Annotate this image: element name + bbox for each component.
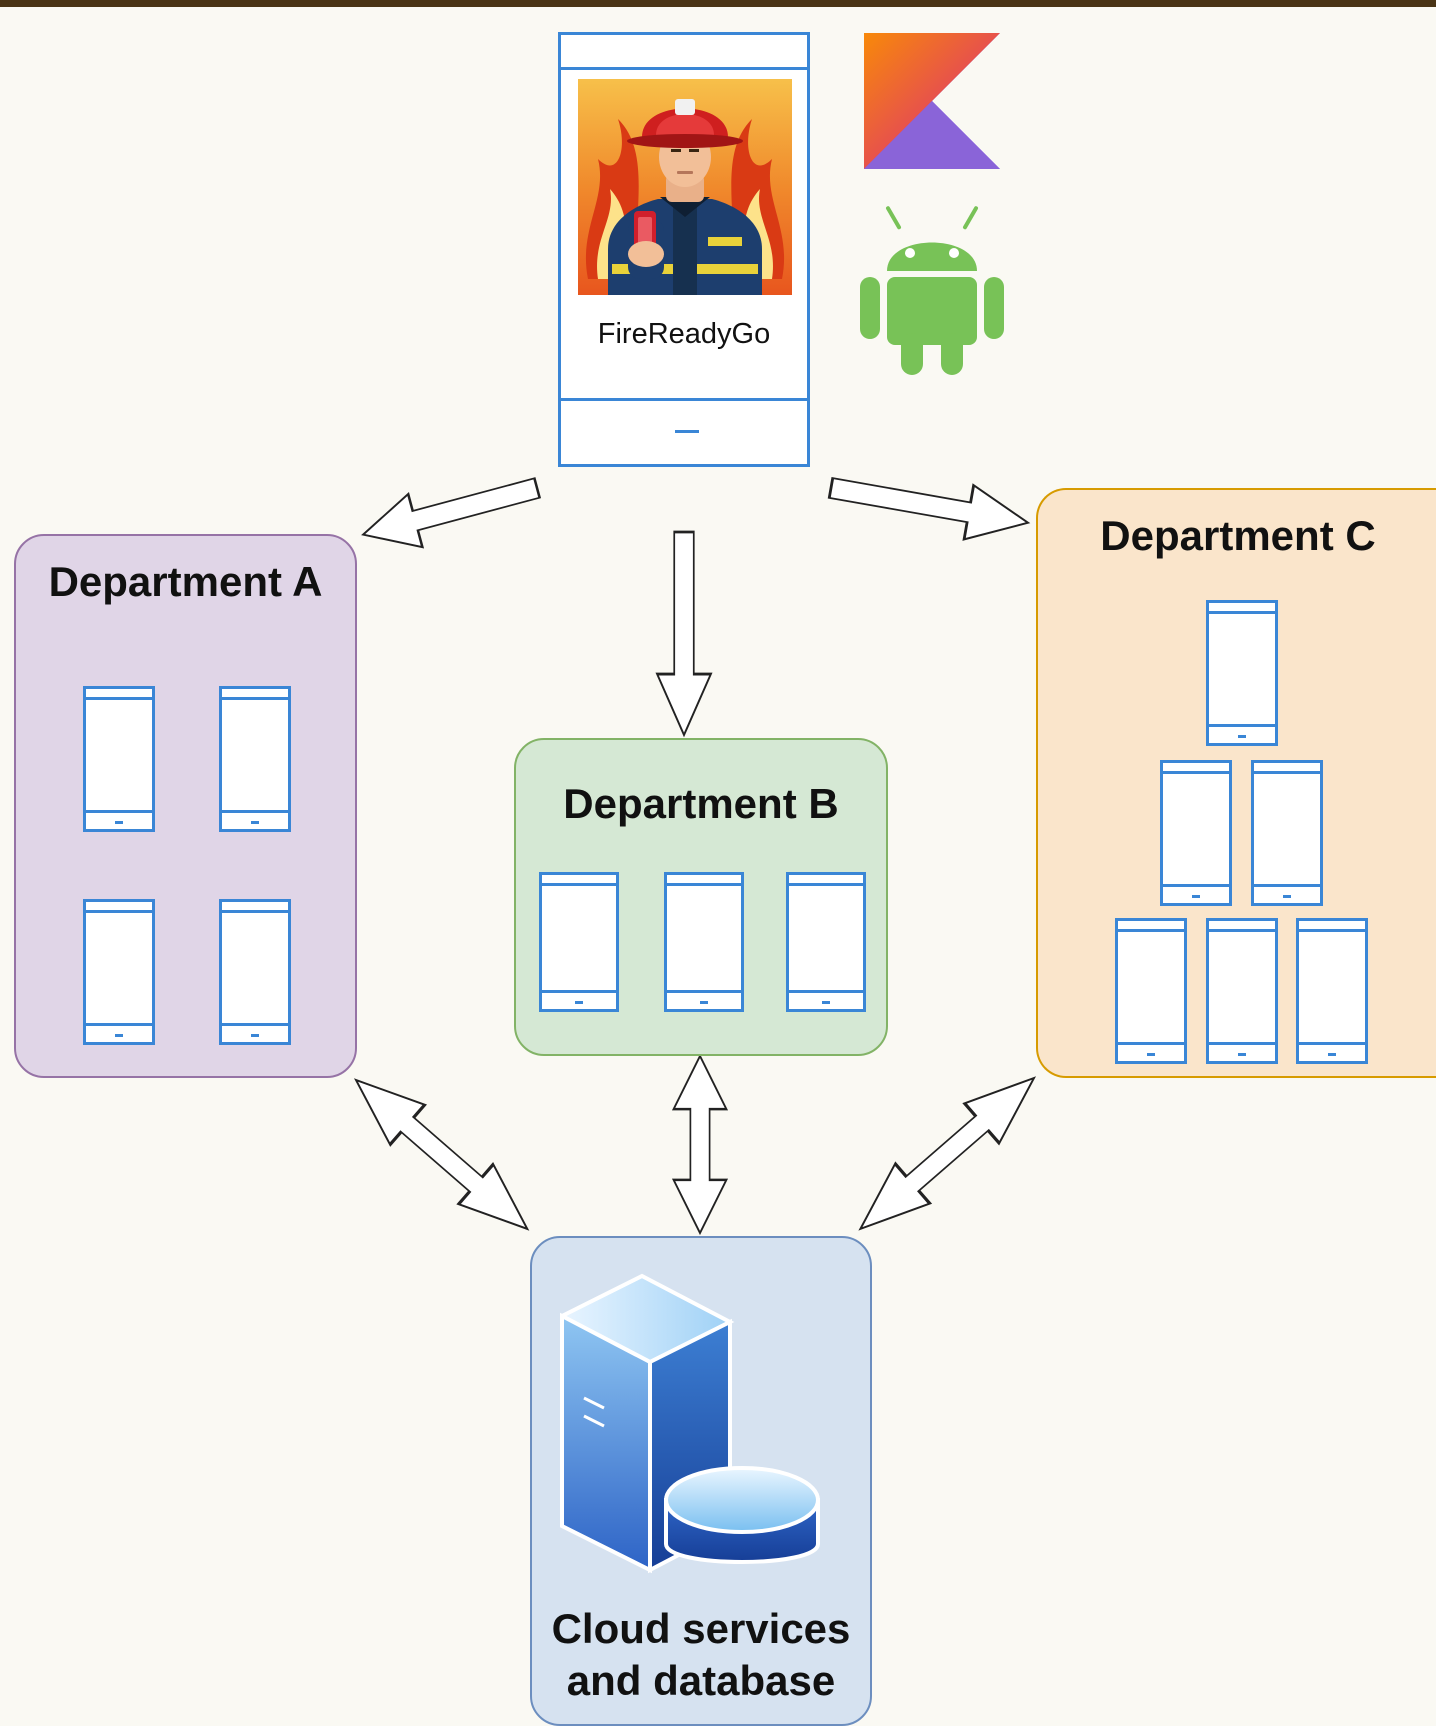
department-a-container: Department A — [14, 534, 357, 1078]
kotlin-logo-icon — [864, 33, 1000, 169]
department-c-container: Department C — [1036, 488, 1436, 1078]
cloud-title-line-1: Cloud services — [551, 1605, 851, 1652]
phone-icon — [664, 872, 744, 1012]
phone-icon — [1160, 760, 1232, 906]
arrow-dept-c-cloud — [841, 1056, 1053, 1251]
phone-icon — [1206, 600, 1278, 746]
department-a-title: Department A — [48, 558, 323, 605]
phone-icon — [1251, 760, 1323, 906]
phone-bottom-bar — [561, 398, 807, 401]
cloud-services-container: Cloud services and database — [530, 1236, 872, 1726]
firefighter-app-icon — [578, 79, 792, 295]
department-b-title: Department B — [563, 780, 839, 827]
phone-icon — [83, 686, 155, 832]
app-name-label: FireReadyGo — [597, 318, 771, 350]
arrow-app-to-dept-c — [824, 459, 1035, 552]
android-logo-icon — [860, 206, 1004, 375]
phone-icon — [1296, 918, 1368, 1064]
cloud-title-line-2: and database — [566, 1657, 836, 1704]
arrow-app-to-dept-a — [354, 460, 546, 563]
cloud-services-title: Cloud services and database — [532, 1603, 870, 1707]
arrow-app-to-dept-b — [655, 530, 713, 737]
arrow-dept-a-cloud — [337, 1058, 546, 1251]
phone-top-bar — [561, 67, 807, 70]
phone-home-button — [675, 430, 699, 433]
phone-icon — [1206, 918, 1278, 1064]
phone-icon — [1115, 918, 1187, 1064]
department-b-container: Department B — [514, 738, 888, 1056]
phone-icon — [786, 872, 866, 1012]
top-border — [0, 0, 1436, 7]
app-phone-mockup: FireReadyGo — [558, 32, 810, 467]
arrow-dept-b-cloud — [672, 1054, 728, 1235]
database-icon — [664, 1466, 820, 1564]
department-c-title: Department C — [1100, 512, 1376, 559]
phone-icon — [539, 872, 619, 1012]
phone-icon — [219, 686, 291, 832]
phone-icon — [219, 899, 291, 1045]
phone-icon — [83, 899, 155, 1045]
